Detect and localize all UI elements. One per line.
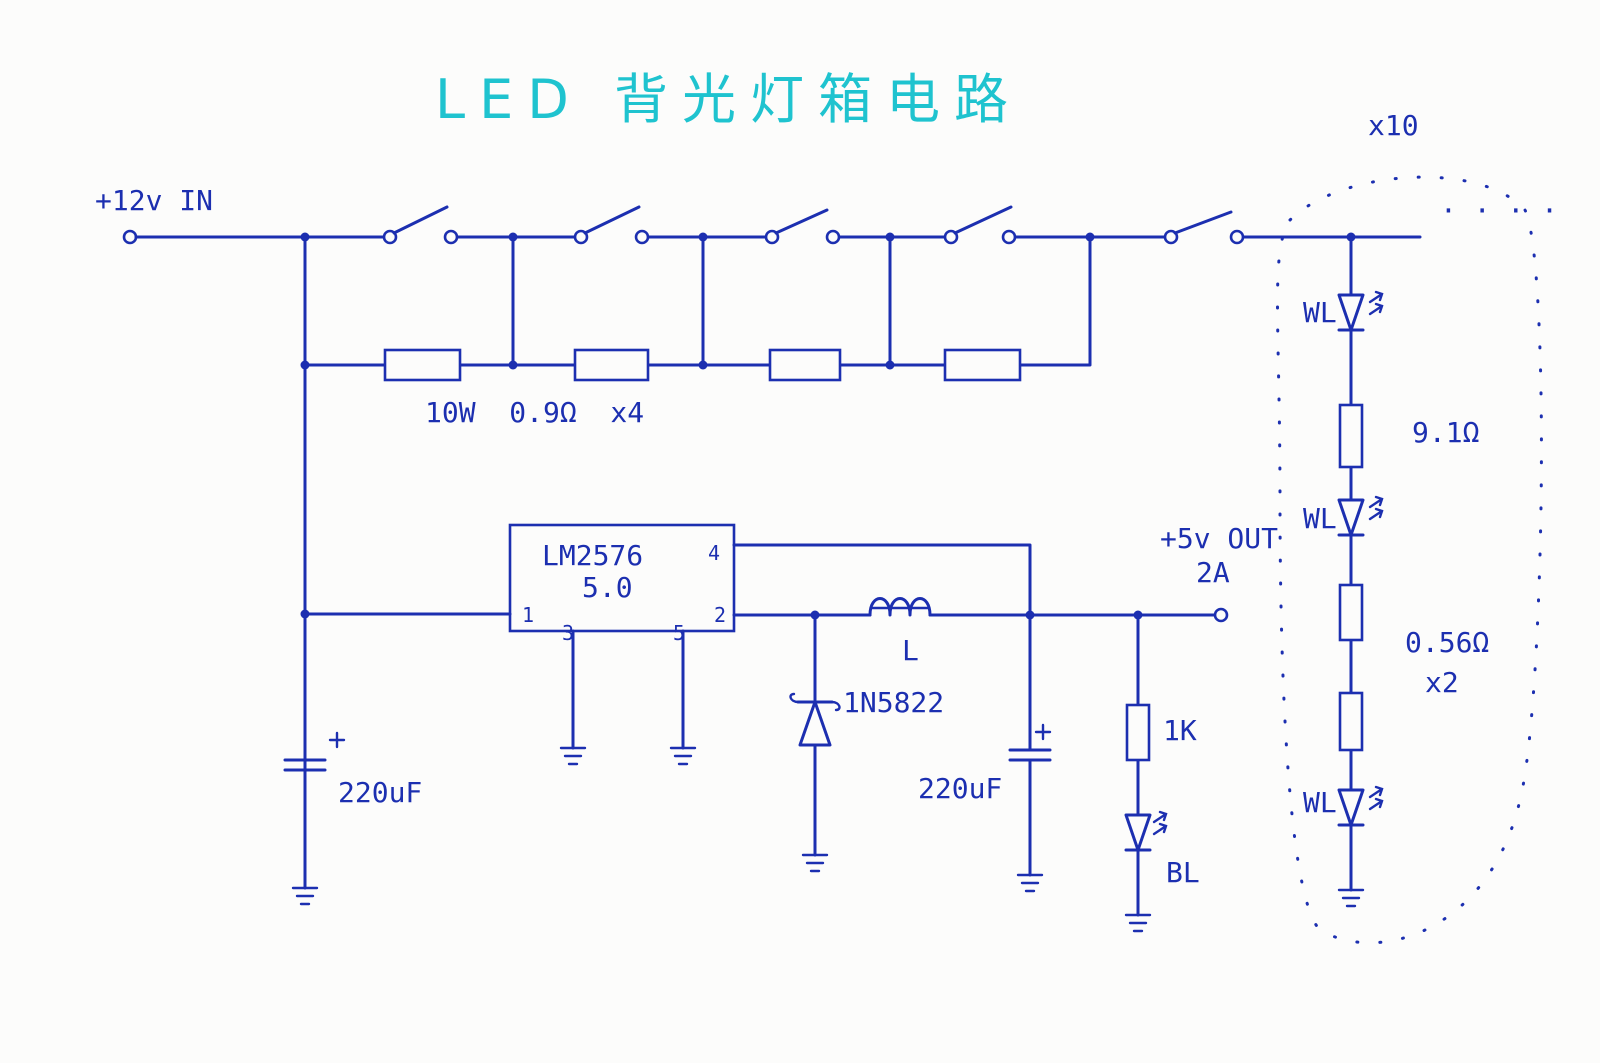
resistor-0-56-count-label: x2: [1425, 666, 1459, 699]
resistor-0-56-ohm-b: [1338, 691, 1364, 752]
ic-pin-4-label: 4: [708, 541, 720, 565]
continuation-ellipsis: · · · ·: [1440, 194, 1558, 227]
schottky-diode-1n5822: [789, 692, 841, 747]
resistor-0-56-label: 0.56Ω: [1405, 626, 1489, 659]
lm2576-ic: [508, 523, 736, 633]
inductor-l: [868, 597, 932, 617]
input-capacitor: [283, 731, 346, 772]
junction-dots-resistor-row: [300, 360, 895, 370]
ic-pin-2-label: 2: [714, 603, 726, 627]
led-wl-2: [1337, 495, 1384, 537]
ic-pin-3-label: 3: [562, 621, 574, 645]
switch-1: [382, 205, 459, 245]
diagram-title: LED 背光灯箱电路: [435, 68, 1022, 131]
led-wl-2-label: WL: [1303, 502, 1337, 535]
regulator-wires: [303, 543, 1217, 917]
input-label: +12v IN: [95, 184, 213, 217]
switch-4: [943, 205, 1017, 245]
led-wl-3: [1337, 785, 1384, 827]
ic-pin-1-label: 1: [522, 603, 534, 627]
led-wl-1: [1337, 290, 1384, 332]
cap-in-label: 220uF: [338, 776, 422, 809]
led-wl-1-label: WL: [1303, 296, 1337, 329]
output-current-label: 2A: [1196, 556, 1230, 589]
led-bl: [1124, 810, 1168, 852]
diode-label: 1N5822: [843, 686, 944, 719]
inductor-label: L: [902, 634, 919, 667]
ic-name-label: LM2576: [542, 539, 643, 572]
repeat-group-outline: [1276, 175, 1543, 945]
repeat-count-label: x10: [1368, 109, 1419, 142]
cap-out-label: 220uF: [918, 772, 1002, 805]
resistor-3: [768, 348, 842, 382]
resistor-1k-label: 1K: [1163, 714, 1197, 747]
ground-symbols: [291, 746, 1365, 933]
resistor-0-56-ohm-a: [1338, 583, 1364, 642]
resistor-4: [943, 348, 1022, 382]
ic-voltage-label: 5.0: [582, 571, 633, 604]
input-terminal: [122, 229, 138, 245]
resistor-1: [383, 348, 462, 382]
led-bl-label: BL: [1166, 856, 1200, 889]
switch-2: [573, 205, 650, 245]
resistor-2: [573, 348, 650, 382]
output-terminal: [1213, 607, 1229, 623]
switch-5: [1163, 210, 1245, 245]
junction-dots-regulator: [300, 609, 1143, 620]
resistor-1k: [1125, 703, 1151, 762]
resistor-9-1-label: 9.1Ω: [1412, 416, 1479, 449]
output-label: +5v OUT: [1160, 522, 1278, 555]
led-wl-3-label: WL: [1303, 786, 1337, 819]
resistor-9-1-ohm: [1338, 403, 1364, 469]
resistor-spec-label: 10W 0.9Ω x4: [425, 396, 644, 429]
output-capacitor: [1008, 723, 1052, 762]
switch-3: [764, 208, 841, 245]
